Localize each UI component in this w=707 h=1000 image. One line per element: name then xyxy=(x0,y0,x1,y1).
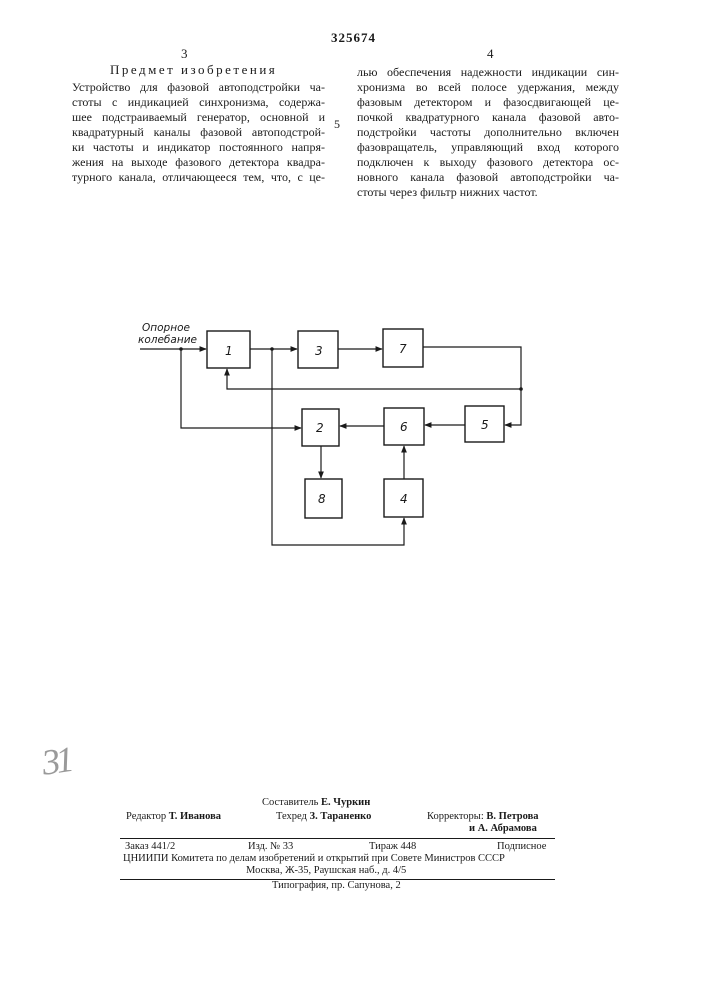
tirazh: Тираж 448 xyxy=(369,841,416,852)
editor-line: Редактор Т. Иванова xyxy=(126,811,221,822)
compiler-name: Е. Чуркин xyxy=(321,797,370,808)
correctors-label: Корректоры: xyxy=(427,811,484,822)
corrector1-name: В. Петрова xyxy=(486,811,538,822)
block-2-label: 2 xyxy=(316,421,324,435)
handwritten-signature: 31 xyxy=(39,738,73,783)
input-label-line1: Опорное xyxy=(142,322,190,334)
editor-label: Редактор xyxy=(126,811,166,822)
block-5: 5 xyxy=(465,406,504,442)
block-7: 7 xyxy=(383,329,423,367)
block-4-label: 4 xyxy=(400,492,408,506)
block-6: 6 xyxy=(384,408,424,445)
compiler-line: Составитель Е. Чуркин xyxy=(262,797,370,808)
corrector2-name: А. Абрамова xyxy=(478,823,537,834)
block-7-label: 7 xyxy=(399,342,407,356)
block-6-label: 6 xyxy=(400,420,408,434)
order-number: Заказ 441/2 xyxy=(125,841,175,852)
block-4: 4 xyxy=(384,479,423,517)
corrector1-line: Корректоры: В. Петрова xyxy=(427,811,539,822)
block-8-label: 8 xyxy=(318,492,326,506)
techred-line: Техред З. Тараненко xyxy=(276,811,371,822)
techred-name: З. Тараненко xyxy=(310,811,372,822)
subscription: Подписное xyxy=(497,841,546,852)
corrector2-prefix: и xyxy=(469,823,475,834)
org-line-1: ЦНИИПИ Комитета по делам изобретений и о… xyxy=(123,853,505,864)
footer-divider-top xyxy=(120,838,555,839)
block-3: 3 xyxy=(298,331,338,368)
block-5-label: 5 xyxy=(481,418,489,432)
input-label-line2: колебание xyxy=(138,334,197,346)
block-3-label: 3 xyxy=(315,344,323,358)
izd-number: Изд. № 33 xyxy=(248,841,293,852)
editor-name: Т. Иванова xyxy=(169,811,221,822)
typography-line: Типография, пр. Сапунова, 2 xyxy=(272,880,401,891)
corrector2-line: и А. Абрамова xyxy=(469,823,537,834)
block-1-label: 1 xyxy=(225,344,233,358)
org-line-2: Москва, Ж-35, Раушская наб., д. 4/5 xyxy=(246,865,406,876)
block-1: 1 xyxy=(207,331,250,368)
techred-label: Техред xyxy=(276,811,307,822)
block-8: 8 xyxy=(305,479,342,518)
compiler-label: Составитель xyxy=(262,797,318,808)
block-2: 2 xyxy=(302,409,339,446)
